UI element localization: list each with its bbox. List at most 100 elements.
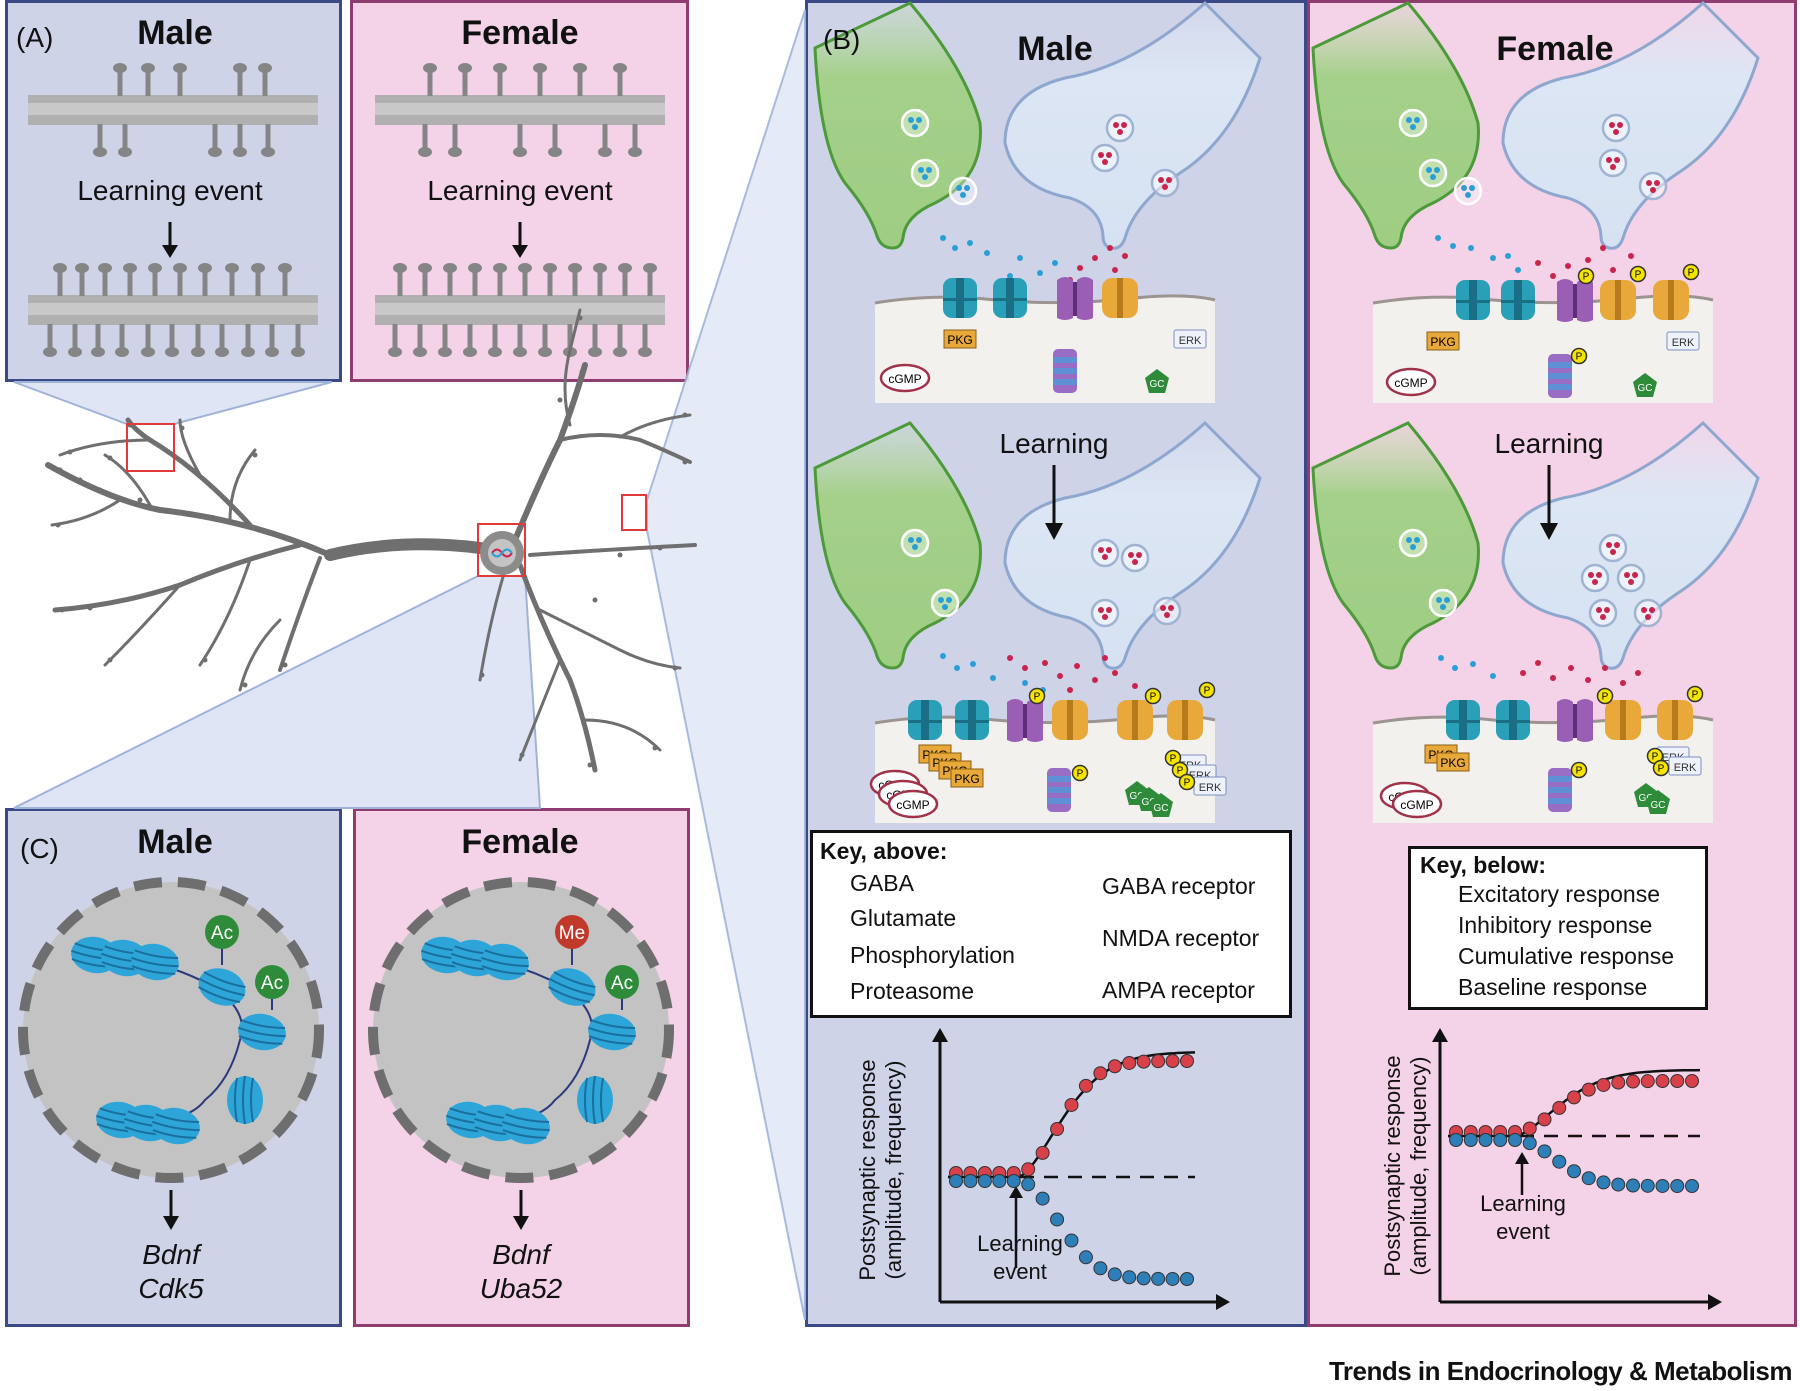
synapse-male-after (813, 421, 1262, 825)
graph-male-event-1: Learning (977, 1231, 1063, 1256)
panel-a-label: (A) (16, 22, 54, 53)
inhibitory-point (1064, 1233, 1079, 1248)
inhibitory-point (1035, 1191, 1050, 1206)
excitatory-point (1611, 1075, 1626, 1090)
graph-male-axes (932, 1028, 1230, 1310)
excitatory-point (1537, 1112, 1552, 1127)
graph-female-event-2: event (1496, 1219, 1550, 1244)
inhibitory-point (1122, 1270, 1137, 1285)
inhibitory-point (1537, 1144, 1552, 1159)
panel-b-female-title: Female (1496, 30, 1614, 68)
excitatory-point (1165, 1054, 1180, 1069)
key-baseline: Baseline response (1458, 974, 1648, 1000)
female-gene-1: Bdnf (492, 1239, 550, 1270)
excitatory-point (1078, 1078, 1093, 1093)
male-genes: Bdnf Cdk5 (101, 1238, 241, 1306)
inhibitory-point (1050, 1212, 1065, 1227)
excitatory-point (1180, 1054, 1194, 1069)
excitatory-point (1151, 1054, 1166, 1069)
panel-b-label: (B) (823, 24, 861, 55)
inhibitory-point (1478, 1133, 1493, 1147)
key-gaba: GABA (850, 870, 914, 896)
panel-c-male-title: Male (137, 823, 213, 861)
female-gene-2: Uba52 (479, 1273, 563, 1304)
inhibitory-point (1449, 1133, 1463, 1147)
inhibitory-point (1508, 1133, 1522, 1147)
inhibitory-point (963, 1174, 978, 1188)
excitatory-point (1064, 1097, 1079, 1112)
inhibitory-point (1655, 1178, 1670, 1193)
female-genes: Bdnf Uba52 (451, 1238, 591, 1306)
graph-female-ylabel-1: Postsynaptic response (1380, 1055, 1405, 1277)
inhibitory-point (1165, 1271, 1180, 1286)
panel-b-male-title: Male (1017, 30, 1093, 68)
graph-male-event: Learning event (955, 1230, 1085, 1286)
excitatory-point (1640, 1074, 1655, 1089)
inhibitory-point (1078, 1250, 1093, 1265)
panel-a-male-event: Learning event (77, 175, 263, 206)
excitatory-point (1107, 1059, 1122, 1074)
nucleus-male: Ac Ac (18, 877, 324, 1183)
excitatory-point (1655, 1074, 1670, 1089)
key-above-title: Key, above: (820, 838, 948, 864)
key-gaba-receptor: GABA receptor (1102, 873, 1256, 899)
inhibitory-point (1670, 1178, 1685, 1193)
male-gene-1: Bdnf (142, 1239, 200, 1270)
inhibitory-point (1522, 1136, 1537, 1151)
excitatory-point (1136, 1054, 1151, 1069)
graph-male-data (948, 1051, 1196, 1286)
acetyl-mark-1: Ac (211, 923, 233, 944)
key-cumulative: Cumulative response (1458, 943, 1675, 969)
graph-female-ylabel-2: (amplitude, frequency) (1406, 1056, 1431, 1276)
excitatory-point (1670, 1074, 1685, 1089)
graph-male-ylabel-2: (amplitude, frequency) (881, 1060, 906, 1280)
inhibitory-point (977, 1174, 992, 1188)
methyl-mark: Me (559, 923, 585, 944)
inhibitory-point (949, 1174, 963, 1188)
zoom-box-c (477, 523, 526, 577)
inhibitory-point (1640, 1178, 1655, 1193)
graph-male-event-2: event (993, 1259, 1047, 1284)
synapse-female-after (1311, 421, 1760, 825)
inhibitory-point (1021, 1177, 1036, 1192)
excitatory-point (1522, 1121, 1537, 1136)
key-nmda-receptor: NMDA receptor (1102, 925, 1260, 951)
cumulative-line (948, 1051, 1196, 1179)
synapse-male-before (813, 1, 1262, 405)
panel-b-male-learning: Learning (999, 428, 1109, 459)
graph-male-ylabel-1: Postsynaptic response (855, 1059, 880, 1281)
acetyl-mark-2: Ac (261, 973, 283, 994)
excitatory-point (1581, 1082, 1596, 1097)
excitatory-point (1626, 1074, 1640, 1089)
inhibitory-point (992, 1174, 1007, 1188)
inhibitory-point (1611, 1177, 1626, 1192)
inhibitory-point (1463, 1133, 1478, 1147)
excitatory-point (1552, 1100, 1567, 1115)
inhibitory-point (1626, 1178, 1640, 1193)
excitatory-point (1596, 1077, 1611, 1092)
excitatory-point (1685, 1074, 1699, 1089)
panel-a-female-event: Learning event (427, 175, 613, 206)
excitatory-point (1567, 1090, 1581, 1105)
key-proteasome: Proteasome (850, 978, 975, 1004)
inhibitory-point (1107, 1267, 1122, 1282)
excitatory-point (1050, 1122, 1065, 1137)
key-ampa-receptor: AMPA receptor (1102, 977, 1255, 1003)
inhibitory-point (1685, 1178, 1699, 1193)
key-below-title: Key, below: (1420, 852, 1547, 878)
excitatory-point (1021, 1162, 1036, 1177)
inhibitory-point (1006, 1174, 1021, 1188)
neuron (45, 308, 697, 773)
key-below-box (1408, 846, 1708, 1010)
nucleus-female: Me Ac (368, 877, 674, 1183)
key-inhibitory: Inhibitory response (1458, 912, 1653, 938)
male-gene-2: Cdk5 (138, 1273, 204, 1304)
graph-female-axes (1432, 1028, 1722, 1310)
graph-female-data (1448, 1068, 1701, 1193)
panel-c-female-title: Female (461, 823, 579, 861)
inhibitory-point (1493, 1133, 1508, 1147)
zoom-box-b (621, 494, 647, 531)
panel-a-male-title: Male (137, 14, 213, 52)
key-above-box (810, 830, 1292, 1018)
